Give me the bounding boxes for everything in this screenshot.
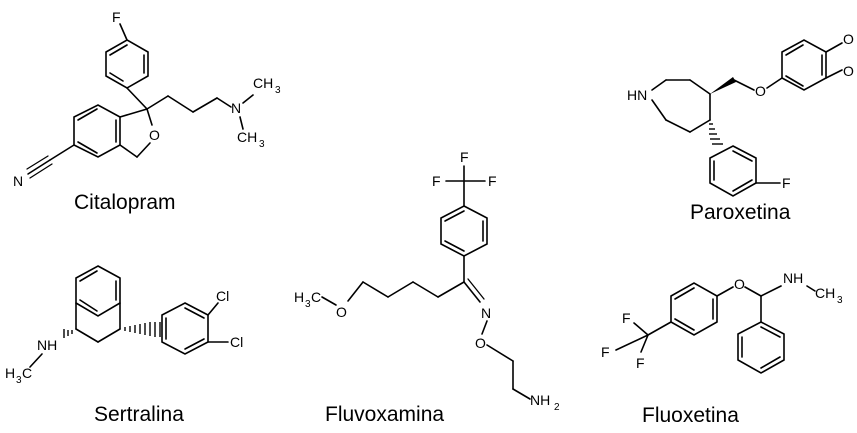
fluoxetina-fluorine-1: F bbox=[622, 310, 631, 326]
fluoxetina-fluorine-2: F bbox=[601, 344, 610, 360]
fluoxetina-ether-oxygen: O bbox=[734, 276, 745, 292]
fluvoxamina-label: Fluvoxamina bbox=[325, 403, 444, 426]
citalopram-methyl-upper: CH bbox=[253, 75, 273, 91]
fluoxetina-methyl: CH bbox=[815, 285, 835, 301]
fluoxetina-fluorine-3: F bbox=[636, 355, 645, 371]
fluoxetina-structure: O NH CH 3 F F F Fluoxetina bbox=[601, 270, 843, 427]
citalopram-ring-oxygen: O bbox=[149, 127, 160, 143]
paroxetina-structure: HN O O O F Paroxetina bbox=[627, 31, 854, 224]
svg-text:3: 3 bbox=[259, 139, 265, 150]
svg-text:C: C bbox=[311, 289, 321, 305]
fluvoxamina-structure: F F F N O NH 2 O H 3 C Fluvoxamina bbox=[294, 149, 560, 426]
sertralina-chlorine-1: Cl bbox=[216, 288, 229, 304]
fluvoxamina-methyl: H bbox=[294, 289, 304, 305]
fluoxetina-amine: NH bbox=[783, 270, 803, 286]
paroxetina-dioxole-oxygen-2: O bbox=[843, 63, 854, 79]
citalopram-nitrile-nitrogen: N bbox=[13, 173, 23, 189]
sertralina-amine: NH bbox=[37, 337, 57, 353]
fluoxetina-label: Fluoxetina bbox=[642, 404, 739, 427]
paroxetina-dioxole-oxygen-1: O bbox=[843, 31, 854, 47]
citalopram-structure: F N CH 3 CH 3 O N Citalopram bbox=[13, 9, 281, 214]
sertralina-chlorine-2: Cl bbox=[230, 334, 243, 350]
sertralina-methyl: H bbox=[5, 365, 15, 381]
sertralina-structure: NH H 3 C Cl Cl Sertralina bbox=[5, 265, 243, 426]
fluvoxamina-fluorine-1: F bbox=[460, 149, 469, 165]
citalopram-methyl-lower: CH bbox=[237, 129, 257, 145]
paroxetina-label: Paroxetina bbox=[690, 201, 791, 224]
citalopram-label: Citalopram bbox=[74, 191, 176, 214]
citalopram-fluorine: F bbox=[112, 9, 121, 25]
svg-text:2: 2 bbox=[554, 402, 560, 413]
fluvoxamina-oxime-oxygen: O bbox=[475, 335, 486, 351]
paroxetina-amine: HN bbox=[627, 87, 647, 103]
fluvoxamina-fluorine-2: F bbox=[432, 173, 441, 189]
citalopram-amine-nitrogen: N bbox=[231, 100, 241, 116]
fluvoxamina-amino-group: NH bbox=[530, 392, 550, 408]
svg-text:3: 3 bbox=[305, 299, 311, 310]
svg-text:C: C bbox=[22, 365, 32, 381]
fluvoxamina-fluorine-3: F bbox=[488, 173, 497, 189]
fluvoxamina-oxime-nitrogen: N bbox=[481, 305, 491, 321]
sertralina-label: Sertralina bbox=[94, 403, 184, 426]
svg-text:3: 3 bbox=[16, 375, 22, 386]
svg-text:3: 3 bbox=[275, 85, 281, 96]
paroxetina-ether-oxygen: O bbox=[755, 83, 766, 99]
paroxetina-fluorine: F bbox=[782, 175, 791, 191]
fluvoxamina-methoxy-oxygen: O bbox=[336, 304, 347, 320]
svg-text:3: 3 bbox=[837, 295, 843, 306]
